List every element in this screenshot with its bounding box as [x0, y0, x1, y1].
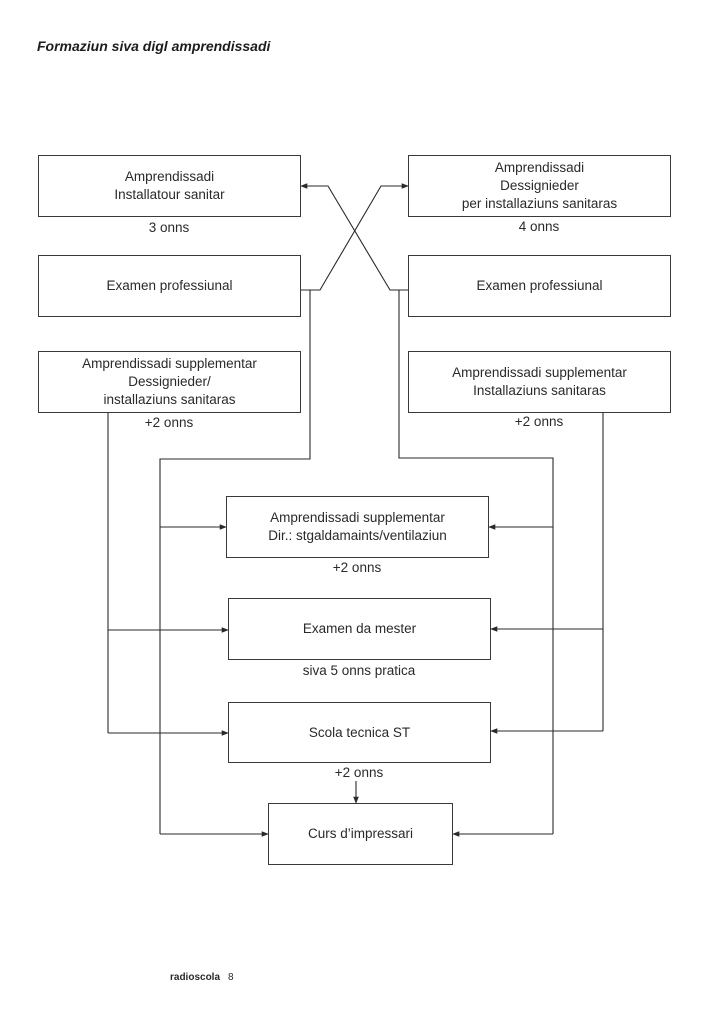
box-label: Amprendissadi supplementar [82, 356, 257, 371]
page-title: Formaziun siva digl amprendissadi [37, 38, 271, 54]
box-label: Dir.: stgaldamaints/ventilaziun [268, 528, 447, 543]
requirement-label: siva 5 onns pratica [302, 663, 416, 678]
box-label: Amprendissadi [124, 169, 215, 184]
box-label: Dessignieder [500, 178, 579, 193]
publication-name: radioscola [170, 972, 221, 983]
cross-arrow-left-exam-to-right-apprenticeship [301, 183, 409, 291]
box-label: per installaziuns sanitaras [461, 196, 618, 211]
box-professional-exam-left: Examen professiunal [38, 255, 301, 317]
duration-label: 4 onns [518, 219, 560, 234]
right-exam-branch-line [398, 290, 554, 834]
box-label: installaziuns sanitaras [103, 392, 236, 407]
box-label: Dessignieder/ [128, 374, 211, 389]
box-label: Installatour sanitar [114, 187, 225, 202]
box-apprenticeship-draftsman: Amprendissadi Dessignieder per installaz… [408, 155, 671, 217]
box-supplementary-apprenticeship-heating-ventilation: Amprendissadi supplementar Dir.: stgalda… [226, 496, 489, 558]
box-professional-exam-right: Examen professiunal [408, 255, 671, 317]
page-number: 8 [228, 972, 234, 983]
duration-label: +2 onns [334, 765, 384, 780]
box-label: Curs d’impressari [307, 826, 414, 841]
duration-label: +2 onns [144, 415, 194, 430]
box-technical-school: Scola tecnica ST [228, 702, 491, 763]
box-label: Amprendissadi supplementar [270, 510, 445, 525]
box-label: Installaziuns sanitaras [473, 383, 606, 398]
cross-arrow-right-exam-to-left-apprenticeship [300, 183, 408, 291]
box-apprenticeship-sanitary-installer: Amprendissadi Installatour sanitar [38, 155, 301, 217]
box-label: Examen professiunal [476, 278, 603, 293]
box-label: Amprendissadi [494, 160, 585, 175]
box-label: Scola tecnica ST [308, 724, 411, 740]
duration-label: +2 onns [514, 414, 564, 429]
box-master-exam: Examen da mester [228, 598, 491, 660]
duration-label: 3 onns [148, 220, 190, 235]
box-label: Examen professiunal [106, 278, 233, 293]
box-label: Examen da mester [302, 621, 417, 636]
box-entrepreneur-course: Curs d’impressari [268, 803, 453, 865]
duration-label: +2 onns [332, 560, 382, 575]
page-footer: radioscola 8 [170, 972, 234, 983]
left-exam-branch-line [159, 290, 311, 834]
box-label: Amprendissadi supplementar [452, 365, 627, 380]
box-supplementary-apprenticeship-right: Amprendissadi supplementar Installaziuns… [408, 351, 671, 413]
box-supplementary-apprenticeship-left: Amprendissadi supplementar Dessignieder/… [38, 351, 301, 413]
